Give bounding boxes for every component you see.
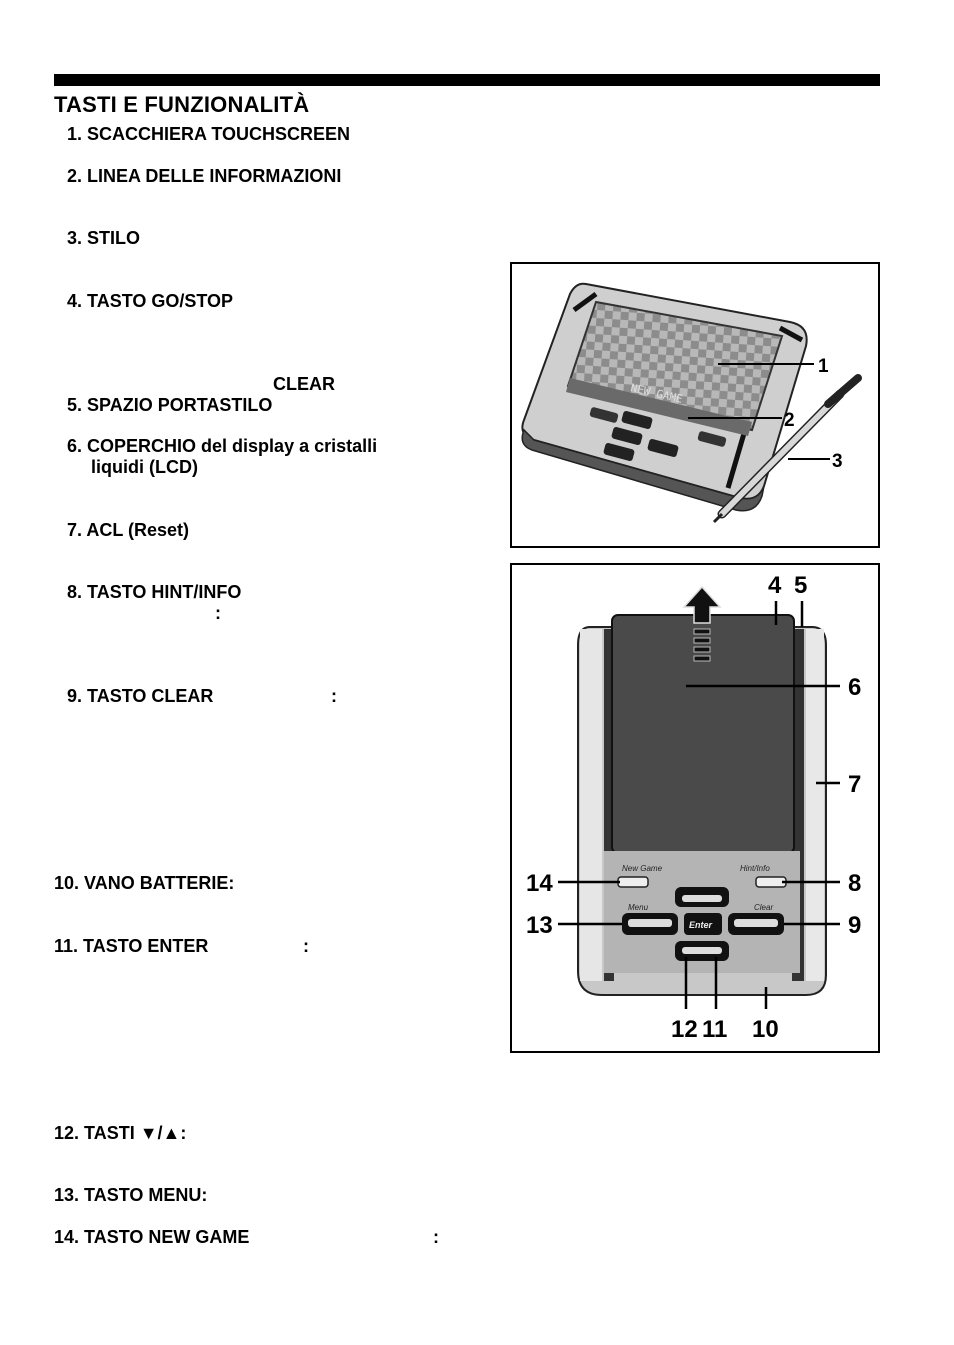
hint-info-button: Hint/Info: [740, 864, 787, 888]
colon-fragment: :: [331, 686, 337, 706]
clear-fragment: CLEAR: [273, 374, 335, 394]
list-item: 13. TASTO MENU:: [54, 1185, 208, 1205]
list-item: 8. TASTO HINT/INFO: [67, 582, 242, 602]
svg-text:New Game: New Game: [622, 864, 663, 873]
list-item: 7. ACL (Reset): [67, 520, 190, 540]
list-item: 10. VANO BATTERIE:: [54, 873, 235, 893]
callout-number: 2: [784, 410, 795, 431]
down-button: [675, 941, 729, 961]
colon-fragment: :: [303, 936, 309, 956]
svg-text:Enter: Enter: [689, 920, 713, 930]
callout-number: 9: [848, 912, 861, 939]
callout-number: 6: [848, 674, 861, 701]
list-item: 14. TASTO NEW GAME: [54, 1227, 250, 1247]
callout-lines: [558, 601, 840, 1009]
callout-number: 3: [832, 451, 843, 472]
list-item: 3. STILO: [67, 228, 141, 248]
list-item: 11. TASTO ENTER: [54, 936, 209, 956]
callout-number: 8: [848, 870, 861, 897]
callout-number: 4: [768, 572, 782, 599]
callout-number: 14: [526, 870, 553, 897]
colon-fragment: :: [433, 1227, 439, 1247]
list-item: 12. TASTI ▼/▲:: [54, 1123, 187, 1143]
colon-fragment: :: [215, 603, 221, 623]
svg-text:Hint/Info: Hint/Info: [740, 864, 770, 873]
svg-text:Menu: Menu: [628, 903, 649, 912]
header-rule: [54, 74, 880, 86]
list-item: 9. TASTO CLEAR: [67, 686, 214, 706]
callout-number: 13: [526, 912, 553, 939]
list-item-continuation: liquidi (LCD): [91, 457, 198, 477]
clear-button: Clear: [728, 903, 784, 935]
touchscreen-chessboard: [566, 300, 784, 436]
section-title: TASTI E FUNZIONALITÀ: [54, 92, 310, 117]
up-arrow-icon: [682, 585, 722, 662]
callout-number: 10: [752, 1016, 779, 1043]
svg-text:Clear: Clear: [754, 903, 773, 912]
callout-number: 7: [848, 771, 861, 798]
callout-number: 12: [671, 1016, 698, 1043]
device-overview-illustration: NEW GAME 1 2 3: [521, 282, 862, 524]
device-buttons: [589, 407, 727, 462]
figure-device-overview: NEW GAME 1 2 3: [510, 262, 880, 548]
device-front-illustration: New Game Hint/Info Menu Clear Enter: [526, 572, 861, 1043]
callout-number: 11: [702, 1016, 727, 1043]
list-item: 5. SPAZIO PORTASTILO: [67, 395, 273, 415]
enter-button: Enter: [684, 913, 722, 935]
list-item: 1. SCACCHIERA TOUCHSCREEN: [67, 124, 351, 144]
up-button: [675, 887, 729, 907]
stylus: [712, 374, 862, 524]
figure-device-front: New Game Hint/Info Menu Clear Enter: [510, 563, 880, 1053]
list-item: 2. LINEA DELLE INFORMAZIONI: [67, 166, 342, 186]
callout-number: 1: [818, 356, 829, 377]
list-item: 4. TASTO GO/STOP: [67, 291, 234, 311]
menu-button: Menu: [622, 903, 678, 935]
callout-number: 5: [794, 572, 807, 599]
list-item: 6. COPERCHIO del display a cristalli: [67, 436, 378, 456]
